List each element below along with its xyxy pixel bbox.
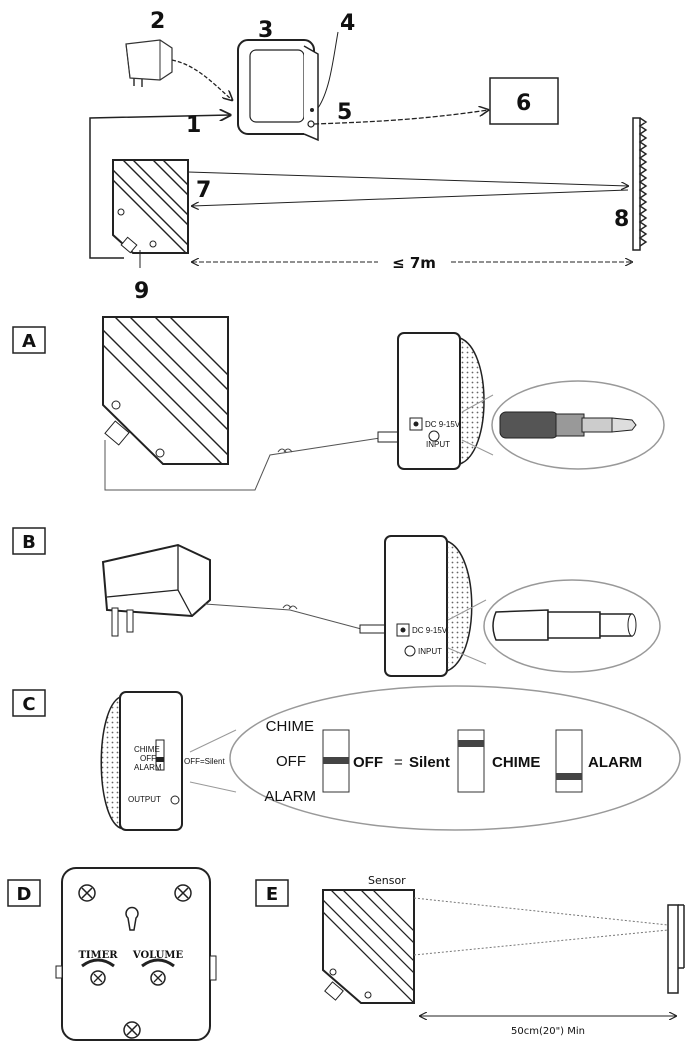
side-label-chime: CHIME [134, 745, 160, 754]
position-label-chime: CHIME [266, 718, 314, 735]
sensor-label: Sensor [368, 874, 406, 887]
slide-switch-alarm [555, 729, 583, 793]
switch-zoom [229, 685, 681, 831]
side-label-off-silent: OFF=Silent [184, 757, 225, 766]
state-silent-label: Silent [409, 754, 450, 771]
sensor-cable [89, 115, 230, 259]
panel-d-label-box [7, 879, 41, 907]
callout-2: 2 [150, 9, 165, 34]
position-label-off: OFF [276, 753, 306, 770]
timer-dial-icon [90, 970, 106, 986]
plug-icon [377, 431, 401, 443]
screw-icon [123, 1021, 141, 1039]
slide-switch-off [322, 729, 350, 793]
reflector-icon [667, 904, 685, 994]
panel-a: A DC 9-15V INPUT [12, 316, 665, 491]
sensor-cable [104, 437, 381, 491]
output-cable [313, 110, 488, 125]
input-jack-label: INPUT [418, 647, 442, 656]
callout-5: 5 [337, 100, 352, 125]
panel-e-label-box [255, 879, 289, 907]
overview-section: ≤ 7m 1 2 3 4 5 6 7 8 9 [89, 9, 648, 304]
screw-icon [174, 884, 192, 902]
state-chime-label: CHIME [492, 754, 540, 771]
adapter-cable [204, 603, 366, 631]
barrel-plug-icon [492, 609, 637, 641]
callout-9: 9 [134, 279, 149, 304]
slide-switch-chime [457, 729, 485, 793]
callout-3: 3 [258, 18, 273, 43]
panel-c-label-box [12, 689, 46, 717]
sensor-unit-icon [112, 159, 189, 254]
cable-break-icon [277, 448, 293, 453]
timer-label: TIMER [78, 950, 118, 961]
panel-d-letter: D [17, 884, 32, 905]
screw-icon [78, 884, 96, 902]
state-equals-sign: = [394, 754, 403, 771]
panel-c-letter: C [22, 694, 35, 715]
jack-plug-icon [499, 411, 637, 439]
panel-b-letter: B [22, 532, 36, 553]
beam-upper [413, 897, 669, 926]
side-label-off: OFF [140, 754, 156, 763]
distance-label: ≤ 7m [392, 254, 436, 272]
panel-a-label-box [12, 326, 46, 354]
cable-break-icon [282, 604, 298, 610]
receiver-side-view: CHIME OFF ALARM OFF=Silent OUTPUT [100, 691, 225, 831]
keyhole-icon [125, 906, 139, 931]
callout-1: 1 [186, 113, 201, 138]
panel-e-letter: E [266, 884, 278, 905]
callout-leader-4 [317, 31, 339, 109]
side-label-alarm: ALARM [134, 763, 162, 772]
callout-4: 4 [340, 11, 355, 36]
state-alarm-label: ALARM [588, 754, 642, 771]
beam-return [192, 189, 629, 206]
beam-lower [413, 929, 669, 956]
callout-6: 6 [516, 91, 531, 116]
sensor-unit-icon [322, 889, 415, 1004]
external-device-box [489, 77, 559, 125]
panel-d: D TIMER VOLUME [7, 867, 217, 1041]
min-distance-label: 50cm(20") Min [511, 1026, 585, 1037]
panel-b-label-box [12, 527, 46, 555]
callout-8: 8 [614, 207, 629, 232]
power-adapter-icon [125, 39, 173, 87]
power-adapter-icon [101, 543, 211, 637]
volume-arc [141, 958, 175, 968]
dc-jack-label: DC 9-15V [425, 420, 461, 429]
dc-jack-label: DC 9-15V [412, 626, 448, 635]
volume-label: VOLUME [132, 950, 184, 961]
reflector-icon [632, 117, 648, 251]
adapter-cable [171, 59, 232, 100]
volume-dial-icon [150, 970, 166, 986]
input-jack-label: INPUT [426, 440, 450, 449]
receiver-unit-icon [237, 39, 319, 142]
receiver-side-view: DC 9-15V INPUT [397, 332, 485, 470]
state-off-label: OFF [353, 754, 383, 771]
panel-c: C CHIME OFF ALARM OFF=Silent OUTPUT CHIM… [12, 685, 681, 831]
callout-7: 7 [196, 178, 211, 203]
panel-a-letter: A [22, 331, 36, 352]
panel-e: E Sensor 50cm(20") Min [255, 874, 685, 1037]
receiver-side-view: DC 9-15V INPUT [384, 535, 473, 677]
side-label-output: OUTPUT [128, 795, 161, 804]
receiver-back-view [55, 867, 217, 1041]
sensor-unit-icon [102, 316, 229, 465]
timer-arc [81, 958, 115, 968]
panel-b: B DC 9-15V INPUT [12, 527, 661, 677]
beam-out [187, 171, 628, 186]
position-label-alarm: ALARM [264, 788, 316, 805]
